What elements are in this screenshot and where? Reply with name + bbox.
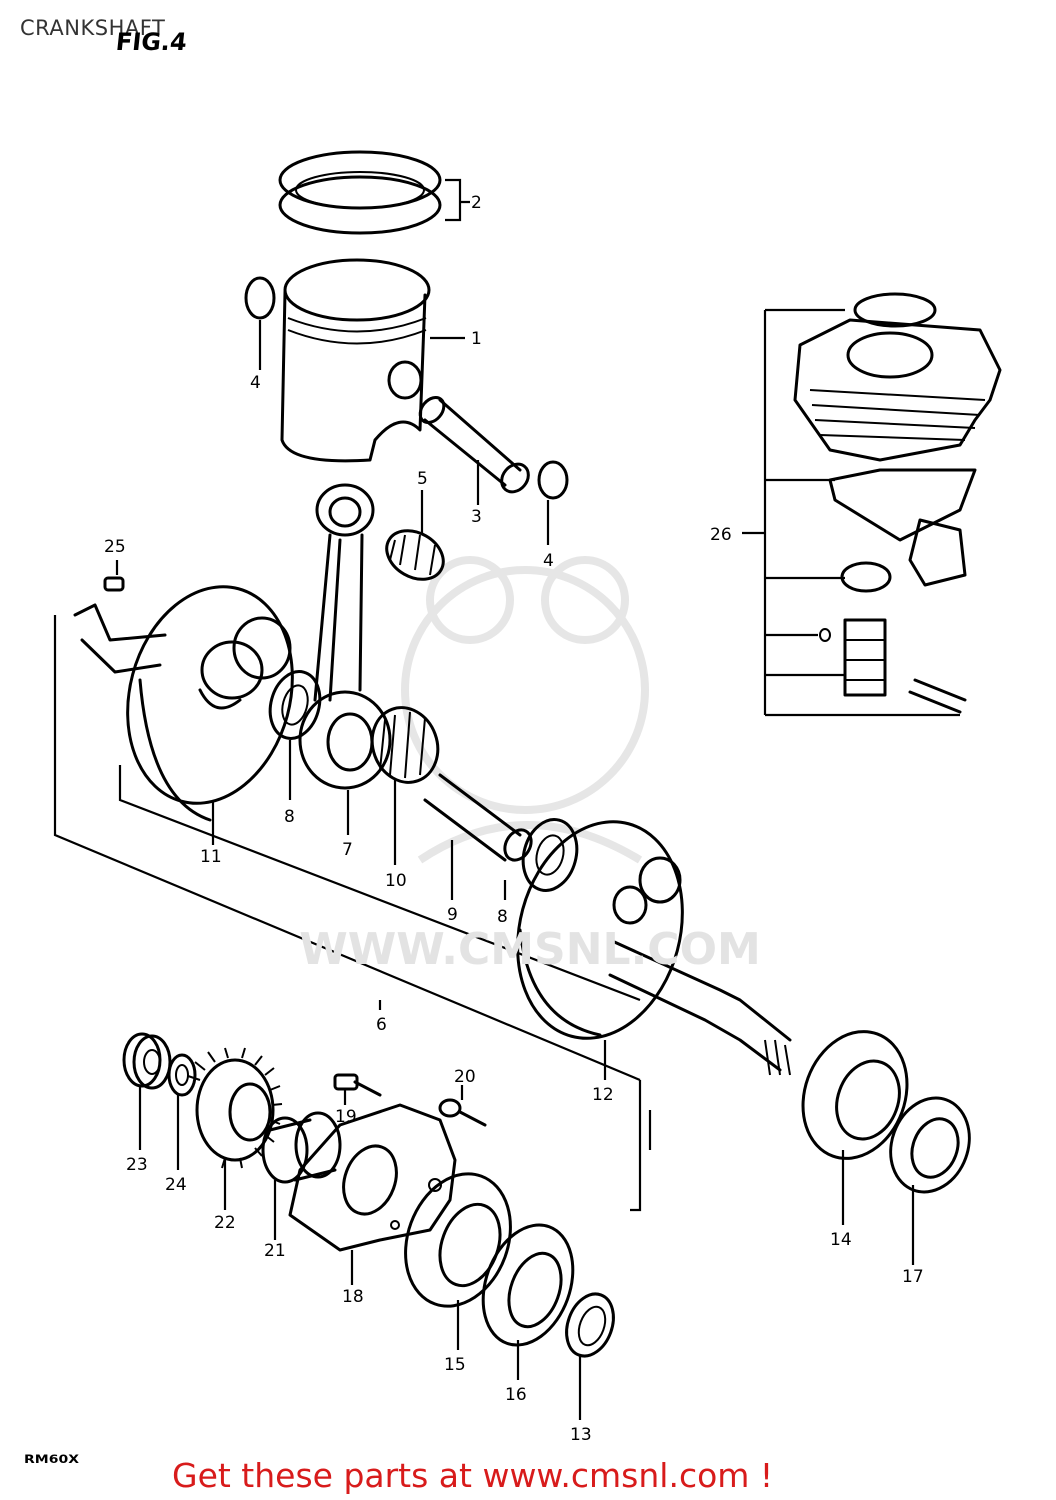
washer-24	[167, 1053, 197, 1097]
callout-18: 18	[342, 1287, 364, 1307]
figure-number: FIG.4	[114, 28, 189, 56]
bearing-right	[801, 1030, 909, 1160]
callout-labels: 1 2 3 4 4 5 6 7 8 8 9 10 11 12 13 14 15 …	[104, 193, 924, 1445]
leader-lines	[115, 178, 915, 1420]
callout-21: 21	[264, 1241, 286, 1261]
callout-19: 19	[335, 1107, 357, 1127]
callout-20: 20	[454, 1067, 476, 1087]
crankshaft-right	[516, 820, 792, 1076]
circlip-right	[537, 460, 569, 500]
sleeve	[261, 1111, 342, 1184]
oil-seal-left	[481, 1223, 575, 1347]
callout-7: 7	[342, 840, 353, 860]
callout-14: 14	[830, 1230, 852, 1250]
callout-8-left: 8	[284, 807, 295, 827]
callout-6: 6	[376, 1015, 387, 1035]
callout-17: 17	[902, 1267, 924, 1287]
callout-25: 25	[104, 537, 126, 557]
oil-seal-right	[889, 1096, 971, 1194]
callout-11: 11	[200, 847, 222, 867]
callout-4-left: 4	[250, 373, 261, 393]
callout-4-right: 4	[543, 551, 554, 571]
callout-2: 2	[471, 193, 482, 213]
assembly-bracket	[53, 615, 641, 1082]
watermark-mascot	[401, 556, 649, 864]
callout-24: 24	[165, 1175, 187, 1195]
small-end-bearing	[385, 529, 445, 581]
crank-pin	[423, 773, 533, 862]
piston-rings	[278, 150, 442, 235]
callout-5: 5	[417, 469, 428, 489]
thrust-washer-left	[268, 670, 322, 740]
callout-15: 15	[444, 1355, 466, 1375]
model-code: RM60X	[24, 1453, 79, 1467]
primary-gear	[187, 1047, 283, 1169]
connecting-rod	[298, 483, 392, 790]
callout-8-right: 8	[497, 907, 508, 927]
callout-9: 9	[447, 905, 458, 925]
thrust-washer-right	[521, 818, 579, 892]
bolt-19	[333, 1073, 382, 1097]
callout-10: 10	[385, 871, 407, 891]
callout-12: 12	[592, 1085, 614, 1105]
callout-3: 3	[471, 507, 482, 527]
crankshaft-left	[73, 585, 294, 822]
callout-16: 16	[505, 1385, 527, 1405]
callout-22: 22	[214, 1213, 236, 1233]
callout-13: 13	[570, 1425, 592, 1445]
callout-26: 26	[710, 525, 732, 545]
footer-link[interactable]: Get these parts at www.cmsnl.com !	[172, 1456, 774, 1495]
bearing-retainer-plate	[288, 1103, 457, 1252]
callout-23: 23	[126, 1155, 148, 1175]
cylinder-set	[793, 292, 1002, 714]
page-title: CRANKSHAFT	[20, 16, 166, 40]
piston-pin	[418, 395, 530, 494]
key	[103, 576, 125, 592]
bolt-20	[438, 1098, 487, 1127]
big-end-bearing	[370, 706, 440, 784]
callout-1: 1	[471, 329, 482, 349]
piston	[280, 258, 431, 463]
nut-23	[122, 1032, 172, 1090]
watermark-text: WWW.CMSNL.COM	[299, 924, 761, 975]
circlip-left	[244, 276, 276, 320]
